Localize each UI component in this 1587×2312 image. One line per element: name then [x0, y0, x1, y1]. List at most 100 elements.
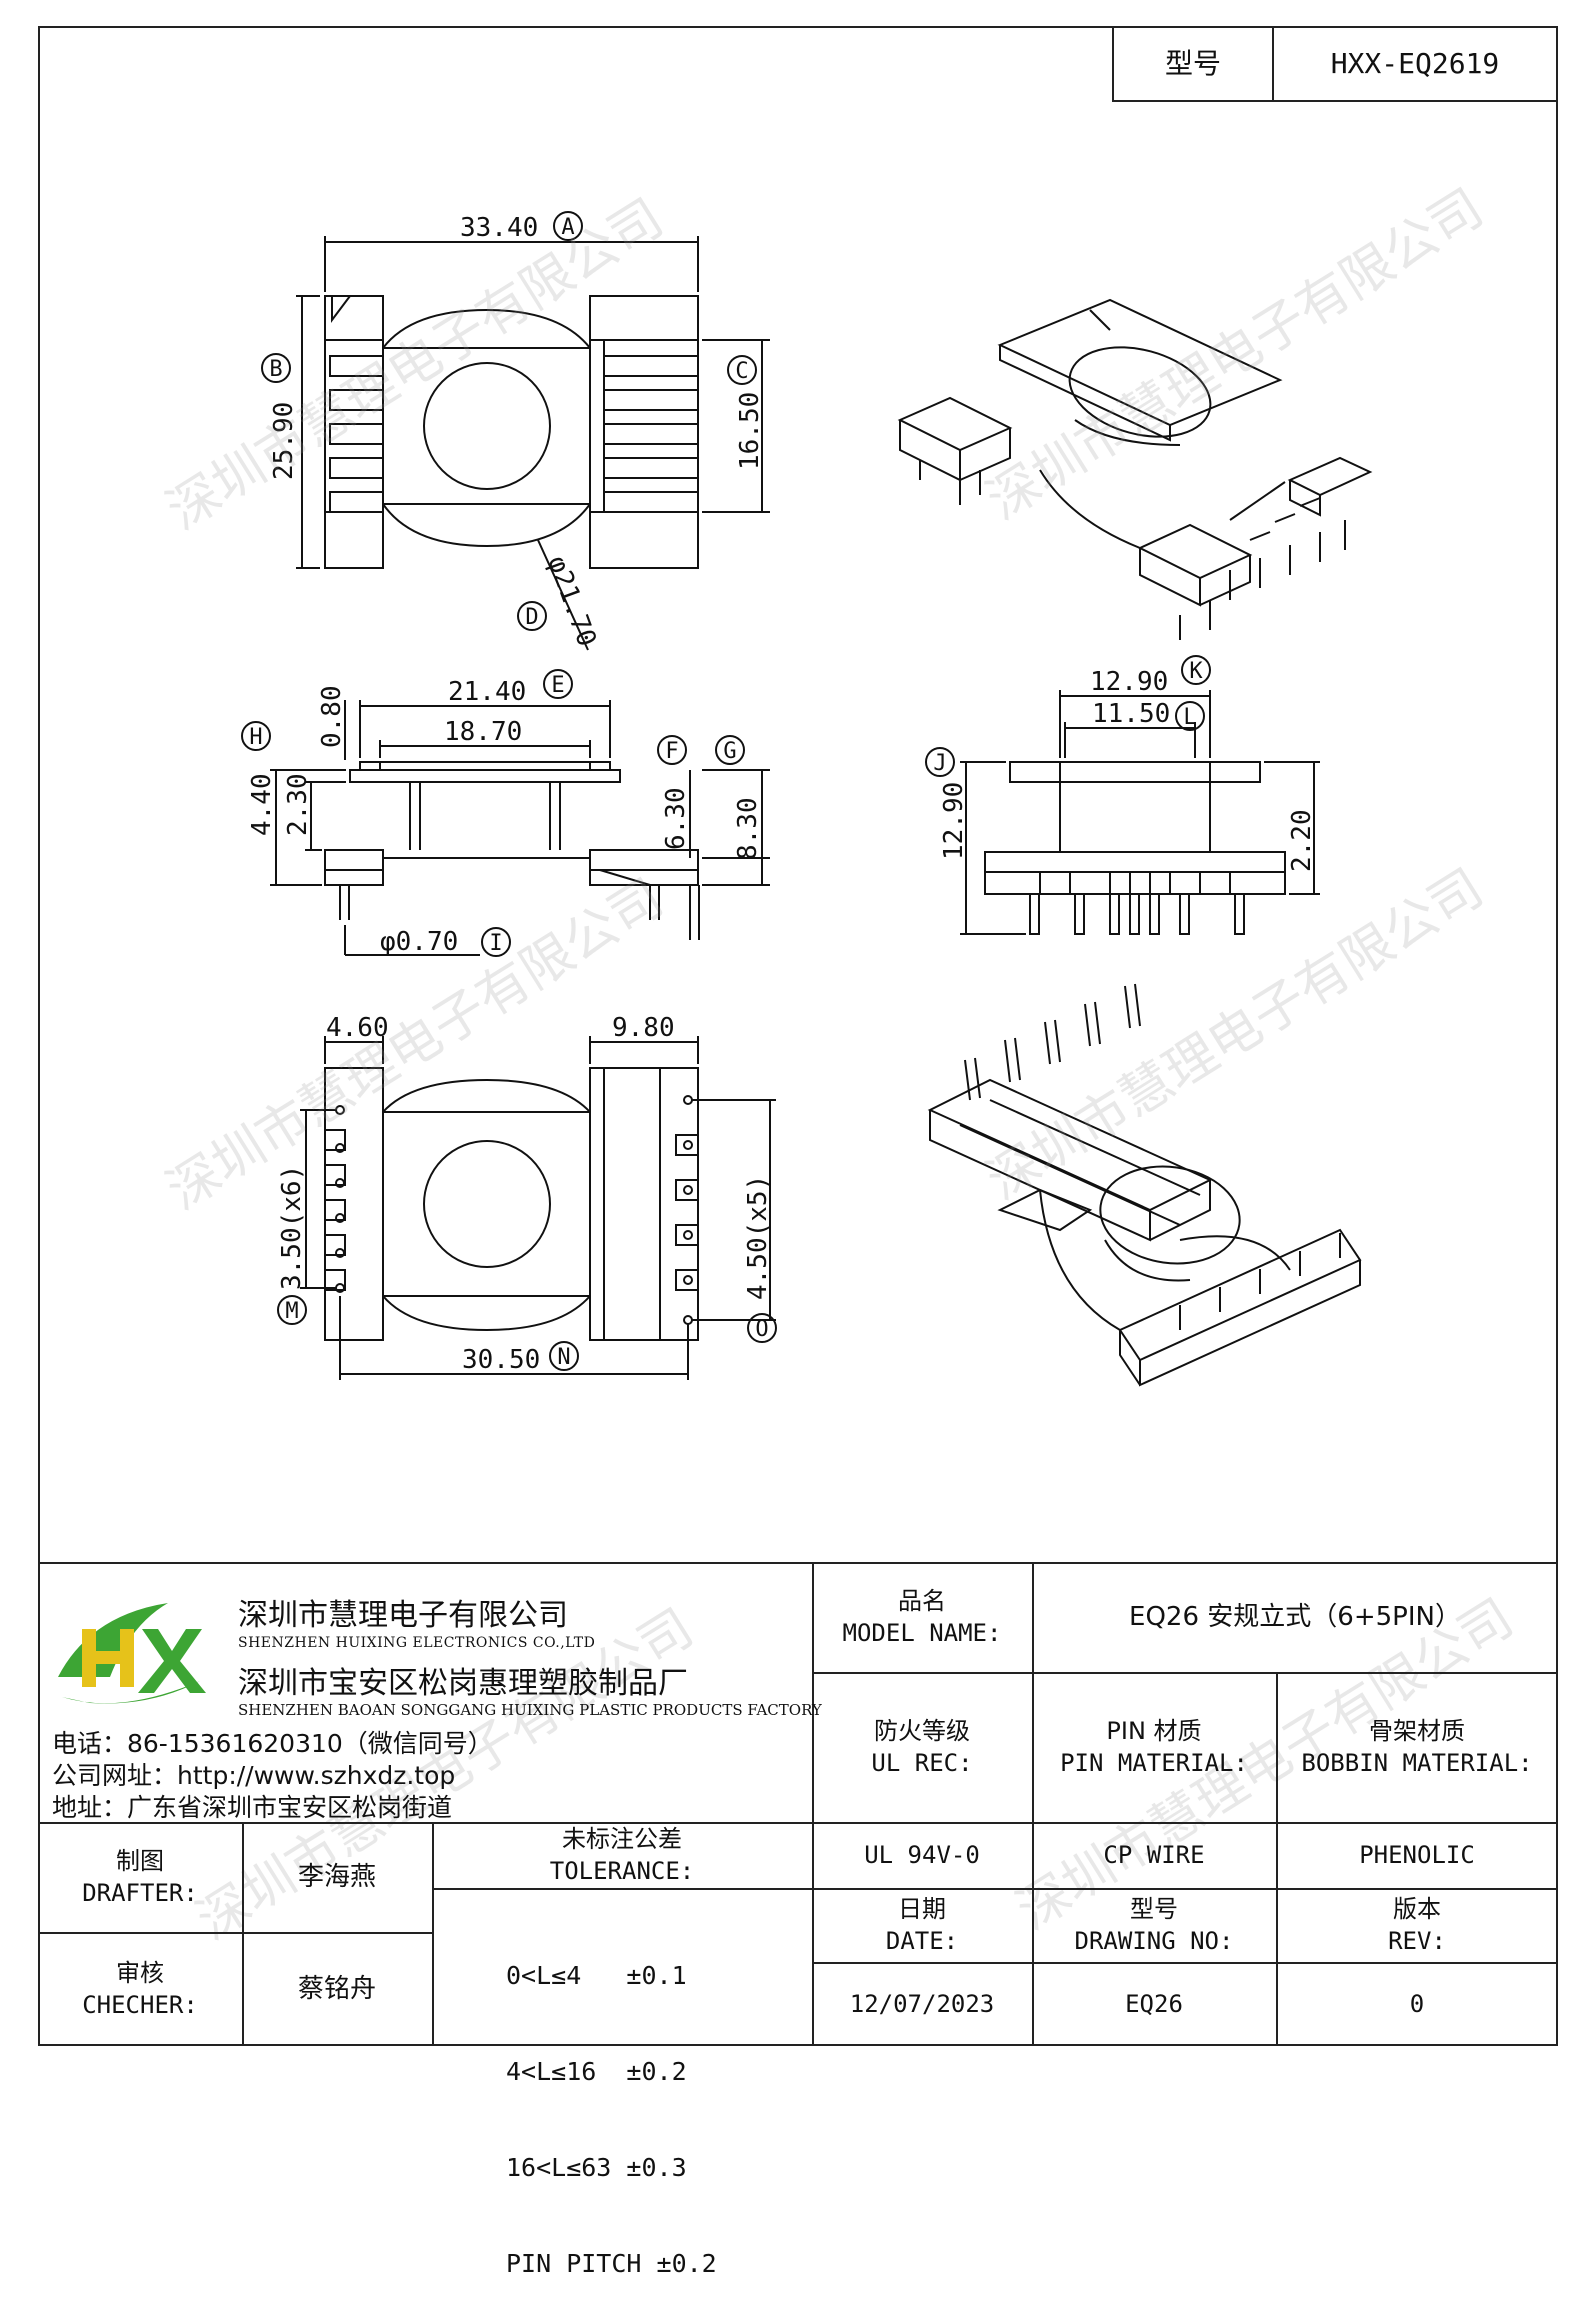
tolerance-label-zh: 未标注公差 [562, 1825, 682, 1853]
checker-name: 蔡铭舟 [297, 1974, 376, 2004]
marker-j: J [925, 747, 955, 777]
bobbin-material-label-en: BOBBIN MATERIAL: [1301, 1749, 1533, 1777]
drafter-label: 制图 DRAFTER: [38, 1822, 242, 1932]
iso-view-bottom [927, 983, 1362, 1387]
marker-c: C [727, 355, 757, 385]
model-value: HXX-EQ2619 [1272, 26, 1558, 102]
svg-text:K: K [1189, 659, 1203, 684]
tolerance-list: 0<L≤4 ±0.1 4<L≤16 ±0.2 16<L≤63 ±0.3 PIN … [506, 1896, 806, 2312]
contact-phone: 电话：86-15361620310（微信同号） [52, 1729, 493, 1758]
model-name-label-en: MODEL NAME: [842, 1619, 1002, 1647]
marker-b: B [261, 353, 291, 383]
model-name-label: 品名 MODEL NAME: [812, 1562, 1032, 1672]
dim-f: 0.80 [317, 685, 347, 748]
ul-rec-label: 防火等级 UL REC: [812, 1672, 1032, 1822]
marker-g: G [715, 735, 745, 765]
factory-name-en: SHENZHEN BAOAN SONGGANG HUIXING PLASTIC … [238, 1701, 822, 1719]
svg-text:H: H [249, 725, 262, 750]
svg-text:I: I [489, 931, 502, 956]
company-logo [58, 1603, 206, 1704]
svg-text:A: A [561, 215, 574, 240]
dim-e2: 18.70 [444, 717, 522, 747]
dim-m: 11.50 [1092, 699, 1170, 729]
dim-a: 33.40 [460, 213, 538, 243]
ul-rec-label-zh: 防火等级 [874, 1717, 970, 1745]
svg-text:J: J [933, 751, 946, 776]
side-view [960, 690, 1320, 935]
rev-label-en: REV: [1388, 1927, 1446, 1955]
bobbin-material-label: 骨架材质 BOBBIN MATERIAL: [1276, 1672, 1558, 1822]
dim-g: 2.30 [283, 773, 313, 836]
marker-o: O [747, 1313, 777, 1343]
tolerance-label-en: TOLERANCE: [549, 1857, 695, 1885]
checker-label-zh: 审核 [116, 1959, 164, 1987]
drafter-name: 李海燕 [297, 1862, 376, 1892]
dim-c: 16.50 [735, 392, 765, 470]
drafter-label-en: DRAFTER: [82, 1879, 198, 1907]
marker-f: F [657, 735, 687, 765]
tolerance-item: 0<L≤4 ±0.1 [506, 1961, 687, 1990]
date-value: 12/07/2023 [849, 1990, 995, 2018]
checker-label-en: CHECHER: [82, 1991, 198, 2019]
svg-text:O: O [755, 1317, 768, 1342]
marker-a: A [553, 211, 583, 241]
pin-material-label-en: PIN MATERIAL: [1060, 1749, 1248, 1777]
dim-k: φ0.70 [380, 927, 458, 957]
dim-t: 30.50 [462, 1345, 540, 1375]
date-label-zh: 日期 [898, 1895, 946, 1923]
dim-e: 21.40 [448, 677, 526, 707]
dim-s: 4.50(x5) [743, 1175, 773, 1300]
bobbin-material-label-zh: 骨架材质 [1369, 1717, 1465, 1745]
marker-i: I [481, 927, 511, 957]
drawing-no-value: EQ26 [1125, 1990, 1183, 2018]
dim-b: 25.90 [269, 402, 299, 480]
svg-text:E: E [551, 673, 564, 698]
bobbin-material-value: PHENOLIC [1359, 1841, 1475, 1869]
pin-material-label: PIN 材质 PIN MATERIAL: [1032, 1672, 1276, 1822]
marker-k: K [1181, 655, 1211, 685]
dim-d: φ21.70 [541, 552, 601, 651]
model-label: 型号 [1112, 26, 1272, 102]
ul-rec-label-en: UL REC: [871, 1749, 973, 1777]
dim-j: 8.30 [733, 797, 763, 860]
pin-material-value: CP WIRE [1103, 1841, 1205, 1869]
tolerance-item: PIN PITCH ±0.2 [506, 2249, 717, 2278]
title-block [38, 1562, 1558, 2046]
svg-text:M: M [285, 1299, 298, 1324]
tolerance-label: 未标注公差 TOLERANCE: [432, 1822, 812, 1888]
date-label-en: DATE: [885, 1927, 959, 1955]
marker-l: L [1175, 701, 1205, 731]
rev-value: 0 [1409, 1990, 1425, 2018]
svg-text:G: G [723, 739, 736, 764]
svg-text:L: L [1183, 705, 1196, 730]
tolerance-item: 16<L≤63 ±0.3 [506, 2153, 687, 2182]
marker-e: E [543, 669, 573, 699]
ul-rec-value: UL 94V-0 [864, 1841, 980, 1869]
marker-h: H [241, 721, 271, 751]
date-label: 日期 DATE: [812, 1888, 1032, 1962]
factory-name-zh: 深圳市宝安区松岗惠理塑胶制品厂 [238, 1666, 688, 1701]
model-name-label-zh: 品名 [898, 1587, 946, 1615]
contact-website: 公司网址：http://www.szhxdz.top [52, 1761, 456, 1790]
company-name-en: SHENZHEN HUIXING ELECTRONICS CO.,LTD [238, 1635, 596, 1651]
rev-label: 版本 REV: [1276, 1888, 1558, 1962]
dim-i: 6.30 [661, 787, 691, 850]
iso-view-top [897, 298, 1373, 640]
model-name-value: EQ26 安规立式（6+5PIN） [1129, 1602, 1461, 1632]
marker-m: M [277, 1295, 307, 1325]
front-view [270, 700, 770, 956]
drawing-no-label-en: DRAWING NO: [1074, 1927, 1234, 1955]
dim-q: 9.80 [612, 1013, 675, 1043]
dim-n: 12.90 [939, 782, 969, 860]
dim-p: 4.60 [326, 1013, 389, 1043]
svg-text:D: D [525, 605, 538, 630]
company-name-zh: 深圳市慧理电子有限公司 [238, 1598, 568, 1633]
marker-n: N [549, 1341, 579, 1371]
dim-h: 4.40 [247, 773, 277, 836]
dim-l: 12.90 [1090, 667, 1168, 697]
bottom-view [300, 1036, 776, 1380]
rev-label-zh: 版本 [1393, 1895, 1441, 1923]
drawing-no-label-zh: 型号 [1130, 1895, 1178, 1923]
pin-material-label-zh: PIN 材质 [1106, 1717, 1202, 1745]
svg-text:F: F [665, 739, 678, 764]
